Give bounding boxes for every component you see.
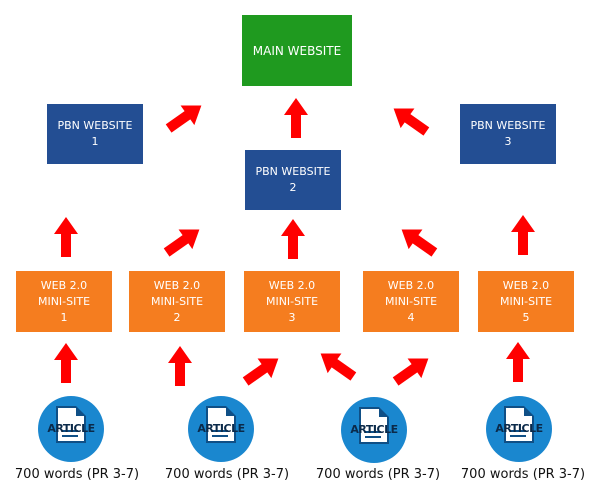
web-mini-site-5-label: WEB 2.0 MINI-SITE 5 <box>499 278 553 324</box>
article-circle-3: ARTICLE <box>341 397 407 463</box>
article-label: ARTICLE <box>197 422 245 435</box>
web-mini-site-2-box: WEB 2.0 MINI-SITE 2 <box>129 271 225 332</box>
article-label: ARTICLE <box>350 423 398 436</box>
arrow-icon <box>165 105 202 133</box>
web-mini-site-5-box: WEB 2.0 MINI-SITE 5 <box>478 271 574 332</box>
pbn-website-2-box: PBN WEBSITE 2 <box>245 150 341 210</box>
arrow-icon <box>392 358 429 386</box>
web-mini-site-1-box: WEB 2.0 MINI-SITE 1 <box>16 271 112 332</box>
document-icon <box>56 406 86 443</box>
article-caption-4: 700 words (PR 3-7) <box>460 467 586 482</box>
arrow-icon <box>511 215 535 255</box>
document-icon <box>206 406 236 443</box>
arrow-icon <box>163 229 200 257</box>
arrow-icon <box>506 342 530 382</box>
main-website-box: MAIN WEBSITE <box>242 15 352 86</box>
article-circle-2: ARTICLE <box>188 396 254 462</box>
arrow-icon <box>401 229 438 257</box>
web-mini-site-1-label: WEB 2.0 MINI-SITE 1 <box>37 278 91 324</box>
arrow-icon <box>284 98 308 138</box>
arrow-icon <box>281 219 305 259</box>
article-label: ARTICLE <box>495 422 543 435</box>
web-mini-site-4-label: WEB 2.0 MINI-SITE 4 <box>384 278 438 324</box>
pbn-website-1-box: PBN WEBSITE 1 <box>47 104 143 164</box>
arrow-icon <box>320 353 357 381</box>
arrow-icon <box>54 343 78 383</box>
pbn-website-1-label: PBN WEBSITE 1 <box>57 119 133 148</box>
pbn-website-2-label: PBN WEBSITE 2 <box>255 165 331 194</box>
article-label: ARTICLE <box>47 422 95 435</box>
pbn-website-3-box: PBN WEBSITE 3 <box>460 104 556 164</box>
article-caption-3: 700 words (PR 3-7) <box>315 467 441 482</box>
pbn-website-3-label: PBN WEBSITE 3 <box>470 119 546 148</box>
article-caption-2: 700 words (PR 3-7) <box>164 467 290 482</box>
article-circle-1: ARTICLE <box>38 396 104 462</box>
document-icon <box>359 407 389 444</box>
main-website-label: MAIN WEBSITE <box>252 43 342 58</box>
arrow-icon <box>242 358 279 386</box>
web-mini-site-2-label: WEB 2.0 MINI-SITE 2 <box>150 278 204 324</box>
document-icon <box>504 406 534 443</box>
article-circle-4: ARTICLE <box>486 396 552 462</box>
article-caption-1: 700 words (PR 3-7) <box>14 467 140 482</box>
web-mini-site-4-box: WEB 2.0 MINI-SITE 4 <box>363 271 459 332</box>
web-mini-site-3-label: WEB 2.0 MINI-SITE 3 <box>265 278 319 324</box>
arrow-icon <box>393 108 430 136</box>
arrow-icon <box>168 346 192 386</box>
web-mini-site-3-box: WEB 2.0 MINI-SITE 3 <box>244 271 340 332</box>
arrow-icon <box>54 217 78 257</box>
